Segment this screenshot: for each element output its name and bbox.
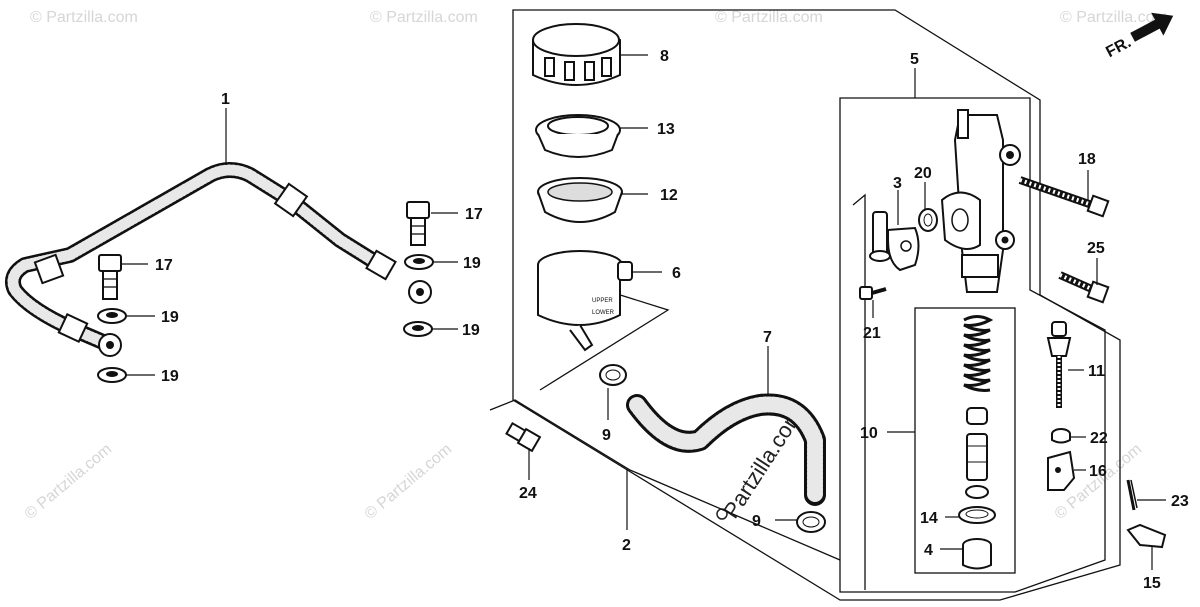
callout-13: 13 (657, 121, 675, 138)
callout-1: 1 (221, 91, 230, 108)
sealing-washer (404, 254, 434, 270)
joint-pin (1126, 523, 1167, 549)
piston-set (963, 315, 994, 499)
callout-17b: 17 (155, 257, 173, 274)
callout-19a: 19 (463, 255, 481, 272)
clevis (1047, 450, 1076, 491)
callout-9b: 9 (752, 513, 761, 530)
reservoir-plate (535, 114, 621, 158)
front-arrow-icon (1130, 12, 1174, 42)
front-label: FR. (1103, 34, 1134, 61)
callout-10: 10 (860, 425, 878, 442)
sealing-washer (403, 321, 433, 337)
callout-15: 15 (1143, 575, 1161, 592)
callout-9a: 9 (602, 427, 611, 444)
callout-11: 11 (1088, 363, 1105, 380)
boot (962, 538, 992, 570)
o-ring (918, 208, 938, 232)
lock-nut (1051, 428, 1071, 444)
joint-screw (859, 286, 887, 300)
piston-set-outline (914, 307, 1016, 574)
callout-25: 25 (1087, 240, 1105, 257)
master-cylinder-body (940, 109, 1021, 293)
callout-18: 18 (1078, 151, 1096, 168)
snap-ring (958, 506, 996, 524)
watermark-copyright: © Partzilla.com (362, 441, 456, 523)
push-rod (1046, 321, 1072, 408)
callout-8: 8 (660, 48, 669, 65)
mounting-bolt-upper (1018, 176, 1110, 218)
callout-3: 3 (893, 175, 902, 192)
mounting-bolt-lower (1058, 271, 1110, 304)
callout-6: 6 (672, 265, 681, 282)
body-subgroup-line (852, 193, 866, 590)
inlet-joint (869, 211, 920, 272)
reservoir-tank: UPPER LOWER (537, 250, 633, 352)
mounting-bolt (505, 421, 542, 453)
hose-clip (796, 511, 826, 533)
callout-12: 12 (660, 187, 678, 204)
reservoir-cap (532, 23, 621, 86)
master-cylinder-body-outline (839, 97, 1106, 593)
watermark-copyright: © Partzilla.com (30, 9, 138, 26)
watermark-copyright: © Partzilla.com (370, 9, 478, 26)
banjo-bolt (406, 201, 430, 246)
reservoir-upper-mark: UPPER (592, 298, 613, 304)
callout-labels: 1 2 3 4 5 6 7 8 9 9 10 11 12 13 14 15 16… (155, 48, 1189, 592)
watermark-copyright: © Partzilla.com (22, 441, 116, 523)
callout-4: 4 (924, 542, 933, 559)
bolt-group-line (489, 399, 841, 561)
watermark-copyright: © Partzilla.com (1060, 9, 1168, 26)
sealing-washer (97, 367, 127, 383)
watermark-copyright: © Partzilla.com (715, 9, 823, 26)
callout-14: 14 (920, 510, 938, 527)
callout-2: 2 (622, 537, 631, 554)
cotter-pin (1126, 479, 1138, 511)
master-cylinder-assembly-outline (512, 9, 1121, 601)
callout-19c: 19 (161, 309, 179, 326)
callout-20: 20 (914, 165, 932, 182)
callout-17a: 17 (465, 206, 483, 223)
hose-clip (599, 364, 627, 386)
reservoir-diaphragm (537, 177, 623, 223)
callout-21: 21 (863, 325, 881, 342)
callout-22: 22 (1090, 430, 1108, 447)
callout-16: 16 (1089, 463, 1107, 480)
reservoir-hose-line (539, 287, 670, 391)
callout-5: 5 (910, 51, 919, 68)
callout-19b: 19 (462, 322, 480, 339)
callout-23: 23 (1171, 493, 1189, 510)
callout-7: 7 (763, 329, 772, 346)
brake-hose (5, 162, 432, 357)
banjo-bolt (98, 254, 122, 300)
leader-lines (121, 54, 1166, 570)
assembly-outlines (489, 9, 1121, 601)
callout-24: 24 (519, 485, 537, 502)
sealing-washer (97, 308, 127, 324)
reservoir-hose (626, 393, 826, 506)
reservoir-lower-mark: LOWER (592, 310, 615, 316)
callout-19d: 19 (161, 368, 179, 385)
